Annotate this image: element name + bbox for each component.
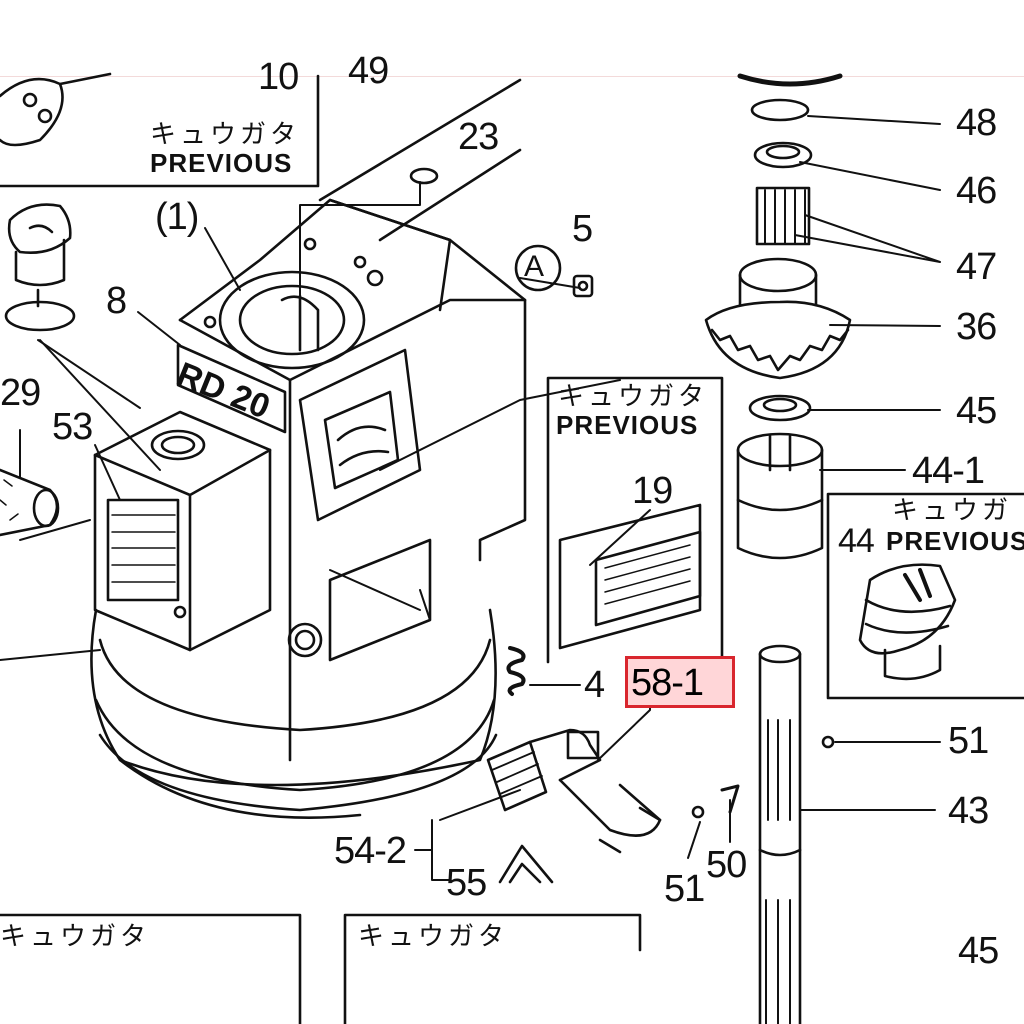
rd20-nameplate (176, 343, 287, 434)
part-44-coupling-old (858, 563, 957, 681)
center-box-katakana: キュウガタ (558, 382, 709, 412)
callout-49: 49 (348, 50, 389, 92)
part-58-1-valve (486, 728, 662, 854)
callout-45-bottom: 45 (958, 930, 999, 972)
part-53-box (93, 410, 272, 652)
part-36-gear (704, 257, 852, 380)
previous-box-center (546, 376, 724, 664)
callout-8: 8 (106, 280, 127, 322)
part-51-ball-right (821, 735, 835, 749)
part-46-washer (753, 141, 813, 169)
part-51-ball (691, 805, 705, 819)
callout-36: 36 (956, 306, 997, 348)
part-55-clip (498, 844, 554, 884)
bottommid-box-katakana: キュウガタ (358, 922, 509, 952)
callout-29: 29 (0, 372, 41, 414)
callout-51-right: 51 (948, 720, 989, 762)
leader-lines (0, 115, 941, 881)
main-housing (178, 198, 527, 762)
highlight-box-58-1[interactable] (625, 656, 735, 708)
callout-44: 44 (838, 522, 875, 560)
callout-50: 50 (706, 844, 747, 886)
part-43-shaft (758, 644, 802, 1024)
top-margin-band (0, 0, 1024, 77)
callout-a: A (524, 250, 544, 283)
right-box-katakana: キュウガ (892, 496, 1013, 526)
callout-19: 19 (632, 470, 673, 512)
part-23-oring (409, 167, 439, 185)
previous-box-topleft (0, 74, 320, 188)
part-47-bearing (755, 186, 811, 246)
callout-47: 47 (956, 246, 997, 288)
marker-a (514, 244, 562, 292)
part-48-ring (750, 98, 810, 122)
part-19-label (558, 503, 702, 650)
part-29-cylinder (0, 468, 60, 537)
bottomleft-box-katakana: キュウガタ (0, 922, 151, 952)
callout-1: (1) (155, 196, 199, 238)
part-10-fragment (0, 72, 112, 147)
callout-46: 46 (956, 170, 997, 212)
callout-53: 53 (52, 406, 93, 448)
previous-box-bottomleft (0, 913, 302, 1024)
topleft-box-previous: PREVIOUS (150, 148, 293, 178)
center-box-previous: PREVIOUS (556, 410, 699, 440)
callout-5: 5 (572, 208, 593, 250)
callout-10: 10 (258, 56, 299, 98)
part-44-1-coupling (736, 432, 824, 560)
cap-oring-left (4, 203, 76, 332)
topleft-box-katakana: キュウガタ (150, 120, 301, 150)
part-5-screw (572, 274, 594, 298)
callout-51-lower: 51 (664, 868, 705, 910)
callout-58-1[interactable]: 58-1 (631, 662, 704, 704)
right-box-previous: PREVIOUS (886, 526, 1024, 556)
callout-4: 4 (584, 664, 605, 706)
callout-45: 45 (956, 390, 997, 432)
callout-55: 55 (446, 862, 487, 904)
callout-23: 23 (458, 116, 499, 158)
line-top-diag (318, 78, 522, 242)
part-50-pin (720, 784, 740, 814)
previous-box-bottommid (343, 913, 642, 1024)
callout-43: 43 (948, 790, 989, 832)
previous-box-right (826, 492, 1024, 700)
callout-44-1: 44-1 (912, 450, 985, 492)
base-flange (90, 608, 498, 819)
callout-54-2: 54-2 (334, 830, 407, 872)
part-49-arc (737, 73, 843, 87)
callout-48: 48 (956, 102, 997, 144)
part-45-washer (748, 394, 812, 422)
part-4-spring (506, 646, 526, 696)
